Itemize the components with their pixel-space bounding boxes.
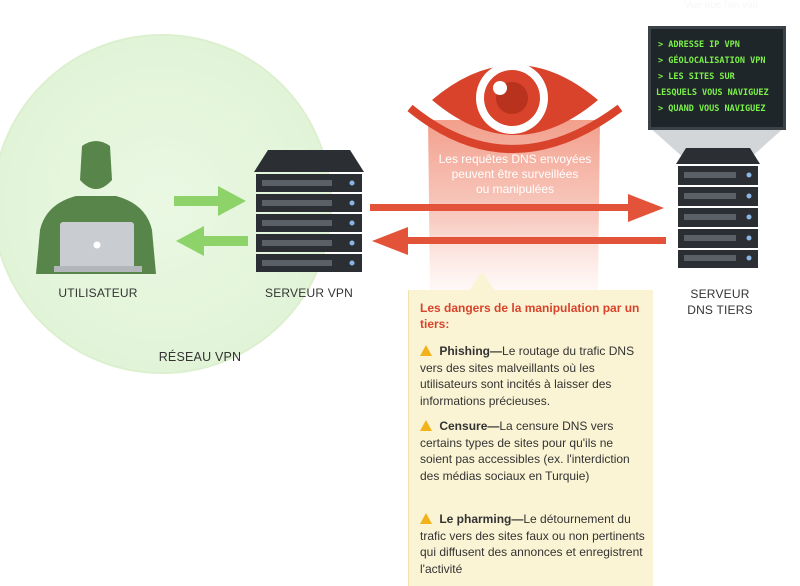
vpn-server-icon: [254, 150, 364, 272]
dangers-panel: [408, 290, 653, 586]
danger-item-pharming: Le pharming—Le détournement du trafic ve…: [420, 511, 646, 577]
red-arrows: [370, 194, 666, 255]
danger-item-text: Le détournement du trafic vers des sites…: [420, 512, 645, 576]
eye-icon: [407, 62, 623, 153]
arrow-right-green-icon: [174, 186, 246, 216]
terminal-line: > LES SITES SUR: [658, 72, 735, 82]
terminal-line: LESQUELS VOUS NAVIGUEZ: [656, 88, 769, 98]
warning-icon: [420, 513, 432, 524]
user-label: UTILISATEUR: [58, 286, 138, 300]
terminal-line: > ADRESSE IP VPN: [658, 40, 740, 50]
warning-icon: [420, 420, 432, 431]
terminal-panel: [648, 26, 786, 130]
arrow-left-green-icon: [176, 226, 248, 256]
green-arrows: [174, 186, 248, 256]
danger-item-title: Phishing—: [439, 344, 503, 358]
danger-item-censure: Censure—La censure DNS vers certains typ…: [420, 418, 646, 484]
danger-item-text: Le routage du trafic DNS vers des sites …: [420, 344, 635, 408]
eye-caption-line2: peuvent être surveillées: [451, 167, 579, 181]
danger-item-title: Censure—: [439, 419, 500, 433]
danger-item-title: Le pharming—: [439, 512, 524, 526]
eye-caption: Les requêtes DNS envoyées peuvent être s…: [418, 152, 612, 197]
user-icon: [36, 141, 156, 274]
terminal-header: Vue que l'on voit: [684, 0, 758, 11]
vpn-network-label: RÉSEAU VPN: [158, 350, 242, 364]
danger-item-text: La censure DNS vers certains types de si…: [420, 419, 630, 483]
warning-icon: [420, 345, 432, 356]
arrow-left-red-icon: [372, 227, 666, 255]
terminal-line: > GÉOLOCALISATION VPN: [658, 56, 766, 66]
dns-server-icon: [676, 148, 760, 268]
danger-item-phishing: Phishing—Le routage du trafic DNS vers d…: [420, 343, 646, 409]
dns-server-label-line1: SERVEUR: [690, 287, 750, 301]
arrow-right-red-icon: [370, 194, 664, 222]
dns-server-label-line2: DNS TIERS: [687, 303, 753, 317]
dangers-title: Les dangers de la manipulation par un ti…: [420, 301, 640, 331]
dns-server-label: SERVEUR DNS TIERS: [672, 286, 768, 318]
eye-caption-line3: ou manipulées: [475, 182, 555, 196]
eye-caption-line1: Les requêtes DNS envoyées: [438, 152, 592, 166]
vpn-server-label: SERVEUR VPN: [264, 286, 353, 300]
terminal-line: > QUAND VOUS NAVIGUEZ: [658, 104, 766, 114]
panel-pointer: [468, 272, 496, 292]
